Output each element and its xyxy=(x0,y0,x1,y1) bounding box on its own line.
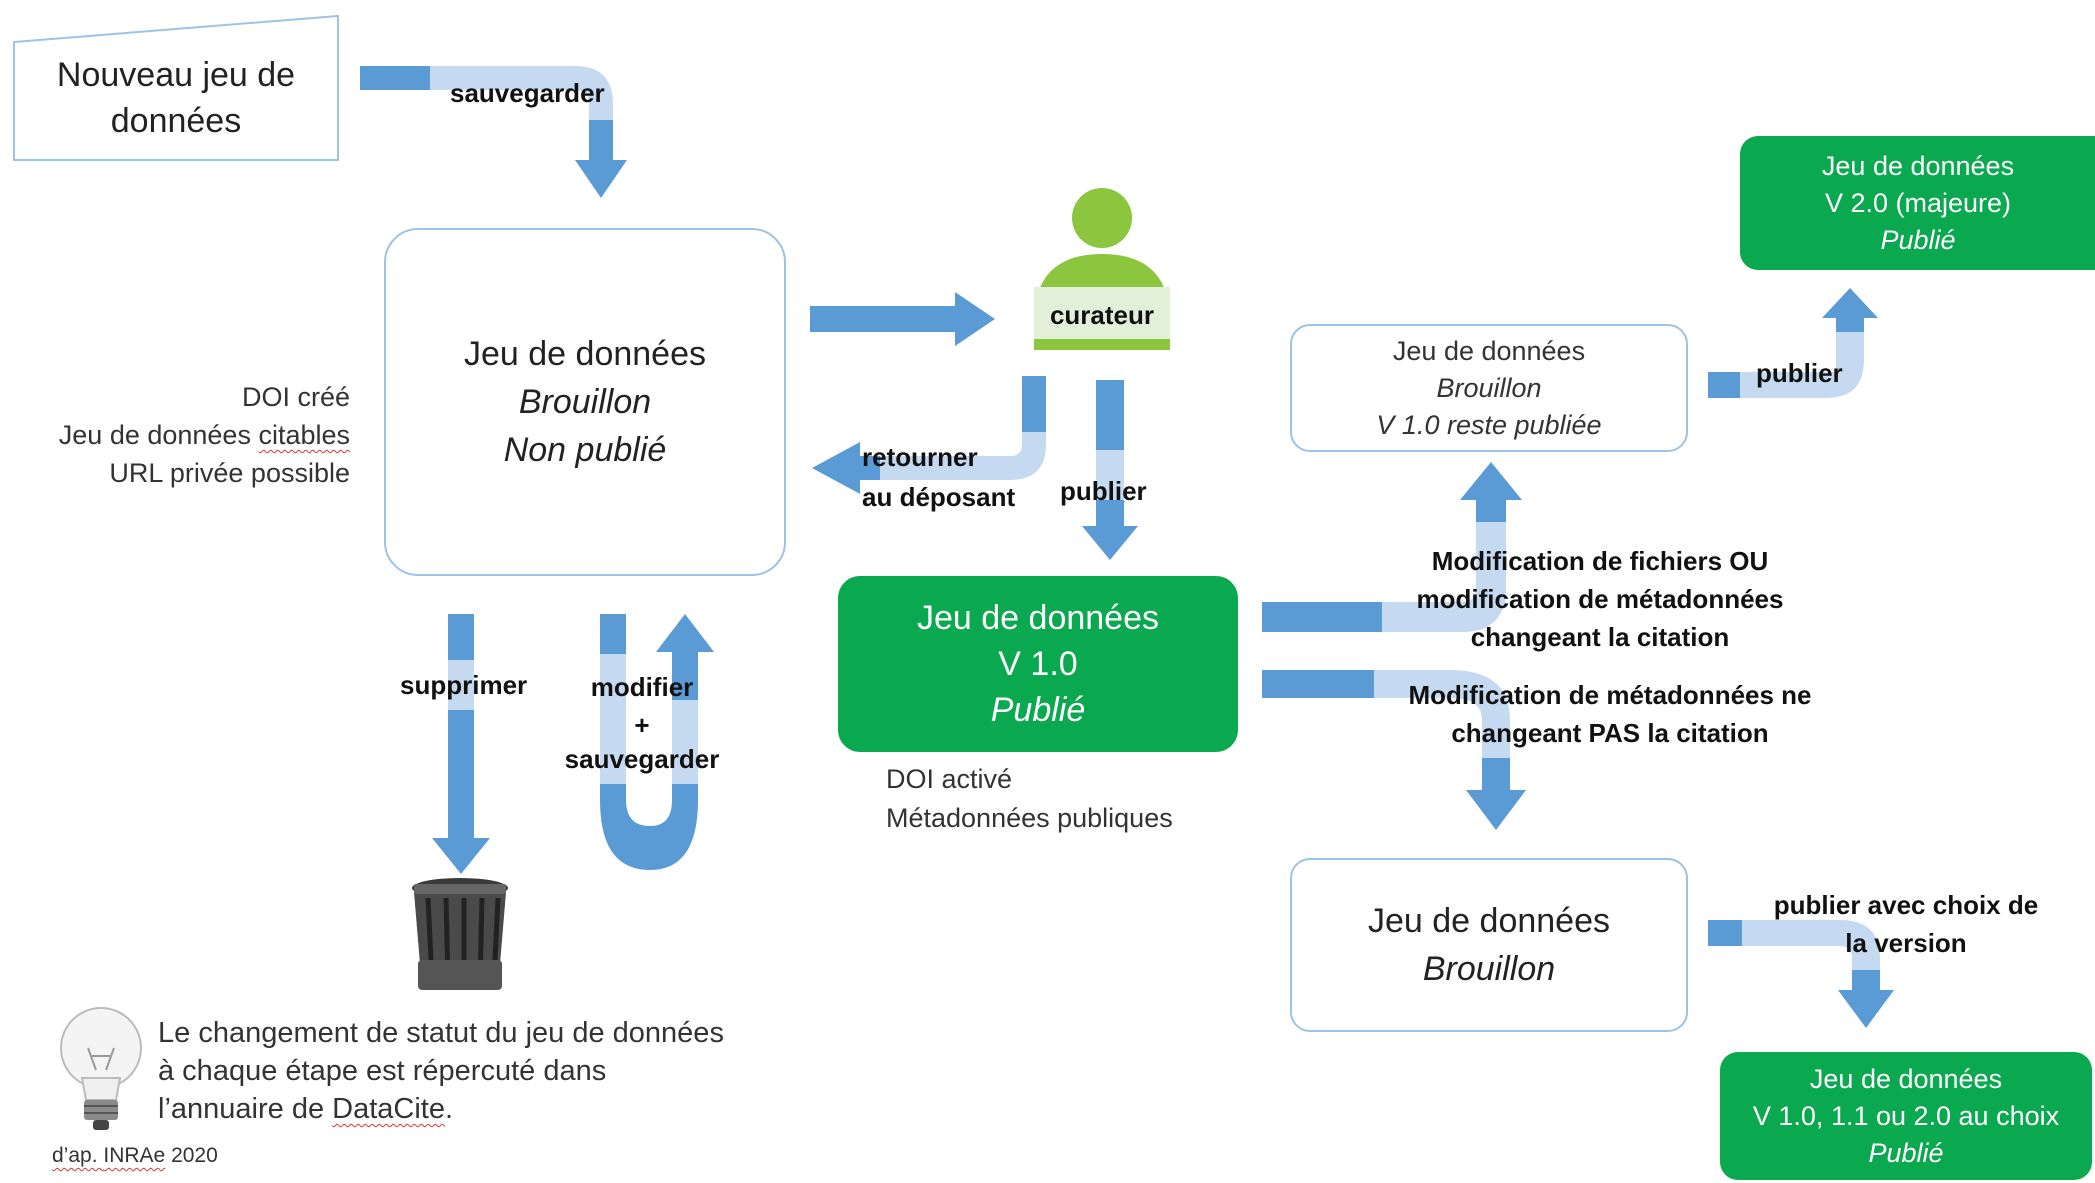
draft-main-status1: Brouillon xyxy=(518,383,652,421)
new-dataset-line1: Nouveau jeu de xyxy=(56,56,296,94)
publish-top-arrow xyxy=(1708,288,1878,398)
source-credit-b: INRAe xyxy=(103,1144,166,1167)
return-arrow xyxy=(812,376,1046,494)
lightbulb-icon xyxy=(60,1007,142,1130)
mod-meta-label: Modification de métadonnées ne changeant… xyxy=(1390,676,1830,752)
new-dataset-line2: données xyxy=(110,102,242,140)
mod-files-label: Modification de fichiers OU modification… xyxy=(1390,542,1810,656)
published-v1-version: V 1.0 xyxy=(998,645,1078,683)
curator-icon xyxy=(1034,188,1170,350)
published-major-box: Jeu de données V 2.0 (majeure) Publié xyxy=(1740,136,2095,270)
published-notes: DOI activé Métadonnées publiques xyxy=(886,760,1173,838)
draft-note-doi: DOI créé xyxy=(241,382,350,412)
draft-note-citable-a: Jeu de données xyxy=(58,420,259,450)
draft-top-status: Brouillon xyxy=(1436,372,1542,403)
publish-label: publier xyxy=(1060,476,1147,506)
publish-top-label: publier xyxy=(1756,358,1843,388)
return-label-2: au déposant xyxy=(862,482,1016,512)
draft-top-box: Jeu de données Brouillon V 1.0 reste pub… xyxy=(1290,324,1688,452)
published-choice-version: V 1.0, 1.1 ou 2.0 au choix xyxy=(1752,1100,2060,1131)
save-label: sauvegarder xyxy=(450,78,605,108)
publish-choice-arrow xyxy=(1708,920,1894,1028)
draft-bottom-title: Jeu de données xyxy=(1368,902,1610,940)
new-dataset-shape xyxy=(13,14,339,161)
publish-choice-label: publier avec choix de la version xyxy=(1756,886,2056,962)
mod-meta-label-2: changeant PAS la citation xyxy=(1451,718,1769,748)
tip-line-2: à chaque étape est répercuté dans xyxy=(158,1055,607,1087)
modify-label-3: sauvegarder xyxy=(564,744,720,774)
tip-line-3a: l’annuaire de xyxy=(158,1093,333,1125)
mod-meta-label-1: Modification de métadonnées ne xyxy=(1408,680,1812,710)
tip-line-3: l’annuaire de DataCite. xyxy=(158,1090,724,1128)
published-note-metadata: Métadonnées publiques xyxy=(886,803,1173,833)
source-credit: d’ap. INRAe 2020 xyxy=(52,1144,218,1168)
published-major-title: Jeu de données xyxy=(1821,150,2015,181)
mod-files-label-2: modification de métadonnées xyxy=(1416,584,1784,614)
tip-line-1: Le changement de statut du jeu de donnée… xyxy=(158,1017,724,1049)
source-credit-c: 2020 xyxy=(165,1144,218,1167)
draft-main-title: Jeu de données xyxy=(464,335,706,373)
trash-bin-icon xyxy=(412,878,508,990)
published-note-doi: DOI activé xyxy=(886,764,1013,794)
return-label-1: retourner xyxy=(862,442,978,472)
draft-note-citable-b: citables xyxy=(258,420,350,450)
draft-bottom-box: Jeu de données Brouillon xyxy=(1290,858,1688,1032)
publish-arrow xyxy=(1082,380,1138,560)
tip-line-3b: DataCite xyxy=(332,1093,445,1125)
curator-label: curateur xyxy=(1049,300,1155,330)
draft-top-note: V 1.0 reste publiée xyxy=(1376,409,1602,440)
source-credit-a: d’ap. xyxy=(52,1144,104,1167)
draft-note-citable: Jeu de données citables xyxy=(20,416,350,454)
mod-files-arrow xyxy=(1262,462,1522,632)
published-major-status: Publié xyxy=(1880,224,1956,255)
mod-files-label-1: Modification de fichiers OU xyxy=(1431,546,1769,576)
delete-arrow xyxy=(432,614,490,874)
published-v1-status: Publié xyxy=(990,691,1086,729)
draft-top-title: Jeu de données xyxy=(1392,335,1586,366)
published-choice-title: Jeu de données xyxy=(1809,1063,2003,1094)
published-choice-box: Jeu de données V 1.0, 1.1 ou 2.0 au choi… xyxy=(1720,1052,2092,1180)
tip-line-3c: . xyxy=(444,1093,454,1125)
publish-choice-label-2: la version xyxy=(1845,928,1967,958)
published-choice-status: Publié xyxy=(1868,1137,1944,1168)
new-dataset-box: Nouveau jeu de données xyxy=(14,52,338,144)
mod-meta-arrow xyxy=(1262,670,1526,830)
draft-main-box: Jeu de données Brouillon Non publié xyxy=(384,228,786,576)
delete-label: supprimer xyxy=(400,670,528,700)
tip-text: Le changement de statut du jeu de donnée… xyxy=(158,1014,724,1128)
draft-main-status2: Non publié xyxy=(503,431,667,469)
modify-label-2: + xyxy=(634,710,650,740)
published-v1-box: Jeu de données V 1.0 Publié xyxy=(838,576,1238,752)
draft-bottom-status: Brouillon xyxy=(1422,950,1556,988)
save-arrow xyxy=(360,66,627,198)
draft-note-url: URL privée possible xyxy=(109,458,350,488)
published-v1-title: Jeu de données xyxy=(917,599,1159,637)
publish-choice-label-1: publier avec choix de xyxy=(1773,890,2039,920)
mod-files-label-3: changeant la citation xyxy=(1470,622,1730,652)
to-curator-arrow xyxy=(810,292,995,346)
draft-notes: DOI créé Jeu de données citables URL pri… xyxy=(20,378,350,492)
modify-label-1: modifier xyxy=(590,672,694,702)
modify-label: modifier + xyxy=(562,668,722,744)
published-major-version: V 2.0 (majeure) xyxy=(1824,187,2012,218)
modify-arrow xyxy=(600,614,714,870)
